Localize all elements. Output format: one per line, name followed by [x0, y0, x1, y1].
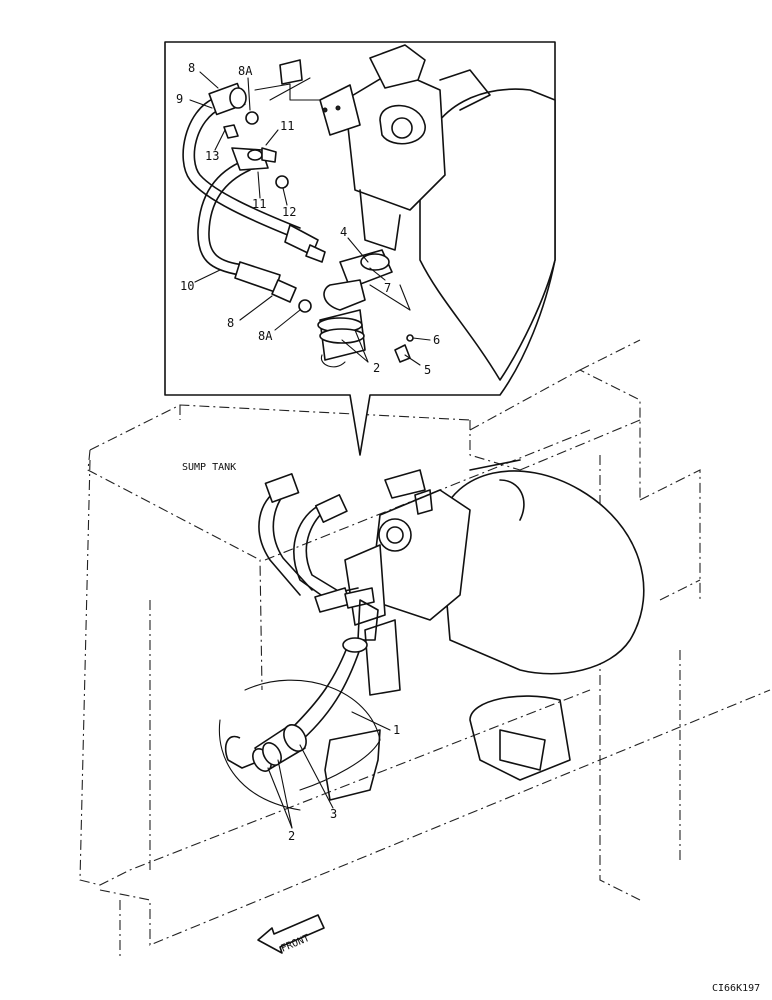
callout-9: 9 — [176, 92, 183, 106]
main-callouts: 1 2 3 — [288, 723, 400, 843]
callout-3: 3 — [330, 807, 337, 821]
callout-12: 12 — [282, 205, 296, 219]
front-arrow-icon — [257, 914, 325, 954]
callout-2: 2 — [288, 829, 295, 843]
callout-8a-bottom: 8A — [258, 329, 273, 343]
sump-outlet-detail — [218, 679, 381, 811]
inset-callouts: 8 8A 9 11 13 11 12 4 7 10 8 8A 6 2 5 — [176, 61, 440, 377]
front-indicator: FRONT — [257, 914, 325, 955]
inset-hoses — [182, 82, 326, 313]
callout-11-a: 11 — [280, 119, 294, 133]
frame-dashed-outline — [79, 339, 771, 960]
inset-leader-lines — [189, 71, 431, 366]
callout-4: 4 — [340, 225, 347, 239]
callout-5: 5 — [424, 363, 431, 377]
callout-8-bottom: 8 — [227, 316, 234, 330]
main-pump-body — [344, 459, 645, 781]
callout-8-top: 8 — [188, 61, 195, 75]
main-hoses — [258, 473, 379, 741]
drawing-code: CI66K197 — [712, 983, 760, 994]
callout-11-b: 11 — [252, 197, 266, 211]
callout-8a-top: 8A — [238, 64, 253, 78]
callout-2-inset: 2 — [373, 361, 380, 375]
callout-7: 7 — [384, 281, 391, 295]
inset-suction-pipe — [317, 249, 414, 368]
callout-13: 13 — [205, 149, 219, 163]
main-leader-lines — [267, 711, 391, 829]
callout-1: 1 — [393, 723, 400, 737]
sump-tank-label: SUMP TANK — [182, 462, 236, 473]
callout-10: 10 — [180, 279, 194, 293]
callout-6: 6 — [433, 333, 440, 347]
inset-pump — [254, 44, 556, 381]
